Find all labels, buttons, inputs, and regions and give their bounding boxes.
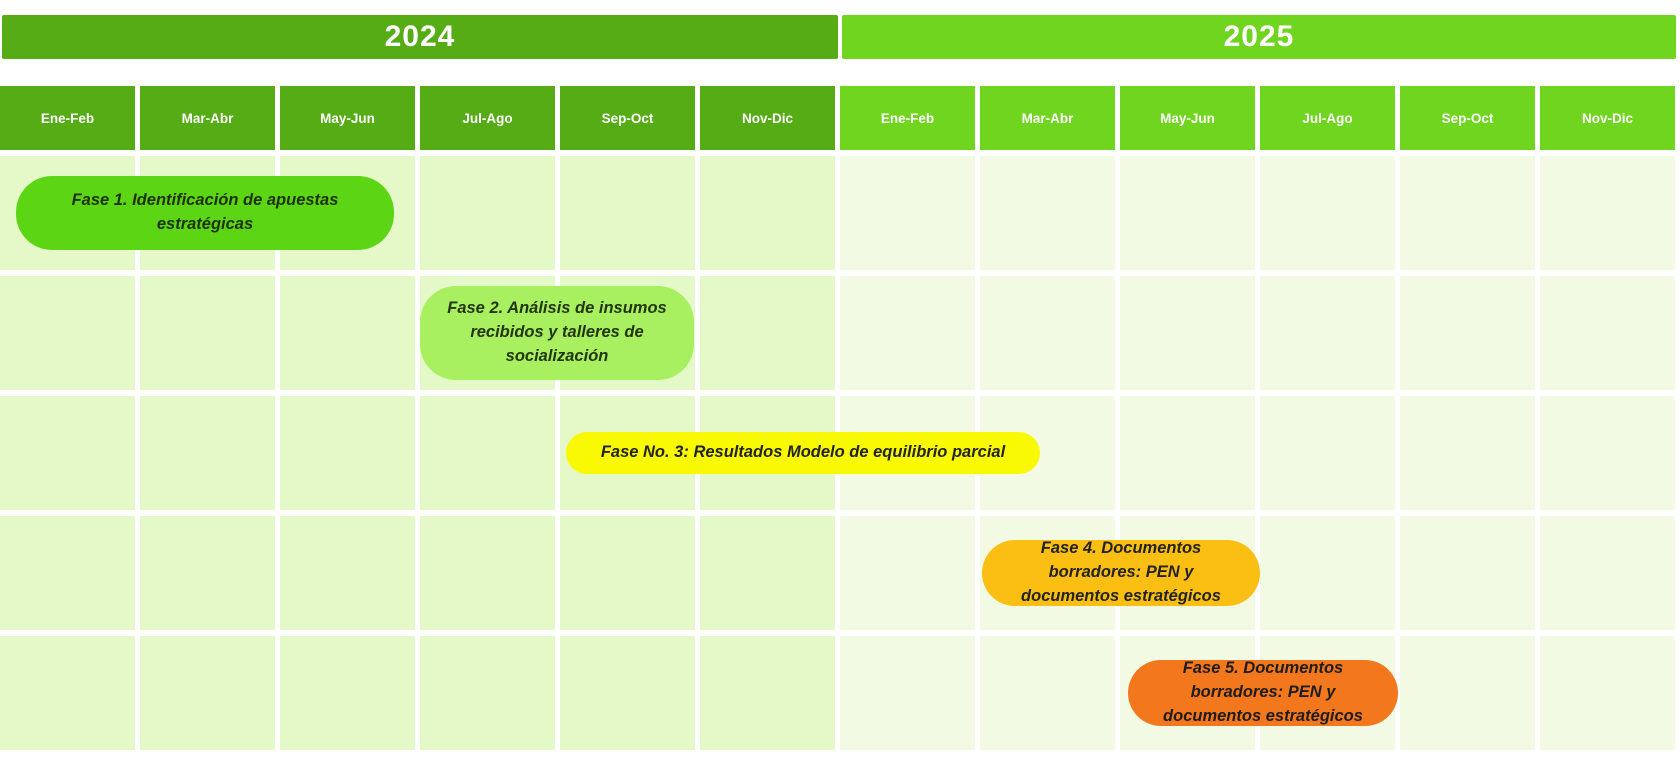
grid-cell-r5-c3: [280, 636, 415, 750]
grid-cell-r3-c11: [1400, 396, 1535, 510]
phase-label-fase-4: Fase 4. Documentos borradores: PEN y doc…: [1021, 539, 1221, 605]
grid-cell-r1-c10: [1260, 156, 1395, 270]
grid-cell-r3-c1: [0, 396, 135, 510]
grid-cell-r1-c7: [840, 156, 975, 270]
grid-cell-r5-c2: [140, 636, 275, 750]
grid-cell-r1-c11: [1400, 156, 1535, 270]
grid-cell-r5-c7: [840, 636, 975, 750]
grid-cell-r2-c12: [1540, 276, 1675, 390]
grid-cell-r2-c8: [980, 276, 1115, 390]
month-header-2025-jul-ago: Jul-Ago: [1260, 86, 1395, 150]
grid-cell-r4-c1: [0, 516, 135, 630]
grid-cell-r5-c5: [560, 636, 695, 750]
month-header-2025-nov-dic: Nov-Dic: [1540, 86, 1675, 150]
month-header-2024-nov-dic: Nov-Dic: [700, 86, 835, 150]
grid-cell-r5-c6: [700, 636, 835, 750]
phase-bar-fase-5: Fase 5. Documentos borradores: PEN y doc…: [1128, 659, 1398, 726]
grid-cell-r3-c9: [1120, 396, 1255, 510]
phase-label-fase-1: Fase 1. Identificación de apuestas estra…: [71, 191, 339, 233]
grid-cell-r1-c5: [560, 156, 695, 270]
grid-cell-r5-c4: [420, 636, 555, 750]
grid-cell-r4-c3: [280, 516, 415, 630]
year-header-2025: 2025: [842, 15, 1676, 59]
month-header-2025-ene-feb: Ene-Feb: [840, 86, 975, 150]
year-header-2024: 2024: [2, 15, 838, 59]
grid-cell-r2-c1: [0, 276, 135, 390]
month-header-2025-sep-oct: Sep-Oct: [1400, 86, 1535, 150]
grid-cell-r2-c3: [280, 276, 415, 390]
grid-cell-r4-c12: [1540, 516, 1675, 630]
month-header-2025-mar-abr: Mar-Abr: [980, 86, 1115, 150]
month-header-2024-mar-abr: Mar-Abr: [140, 86, 275, 150]
phase-label-fase-2: Fase 2. Análisis de insumos recibidos y …: [447, 299, 667, 365]
grid-cell-r2-c9: [1120, 276, 1255, 390]
grid-cell-r1-c8: [980, 156, 1115, 270]
grid-cell-r4-c4: [420, 516, 555, 630]
grid-cell-r5-c12: [1540, 636, 1675, 750]
grid-cell-r2-c10: [1260, 276, 1395, 390]
phase-label-fase-3: Fase No. 3: Resultados Modelo de equilib…: [600, 443, 1006, 462]
grid-cell-r2-c11: [1400, 276, 1535, 390]
phase-bar-fase-2: Fase 2. Análisis de insumos recibidos y …: [420, 286, 694, 380]
grid-cell-r3-c2: [140, 396, 275, 510]
grid-cell-r5-c1: [0, 636, 135, 750]
month-header-2024-ene-feb: Ene-Feb: [0, 86, 135, 150]
grid-cell-r2-c6: [700, 276, 835, 390]
grid-cell-r4-c2: [140, 516, 275, 630]
month-header-2025-may-jun: May-Jun: [1120, 86, 1255, 150]
grid-cell-r2-c7: [840, 276, 975, 390]
grid-cell-r1-c12: [1540, 156, 1675, 270]
grid-cell-r3-c12: [1540, 396, 1675, 510]
grid-cell-r4-c11: [1400, 516, 1535, 630]
phase-label-fase-5: Fase 5. Documentos borradores: PEN y doc…: [1163, 659, 1363, 725]
grid-cell-r1-c4: [420, 156, 555, 270]
grid-cell-r4-c10: [1260, 516, 1395, 630]
month-header-2024-may-jun: May-Jun: [280, 86, 415, 150]
grid-cell-r1-c9: [1120, 156, 1255, 270]
grid-cell-r3-c10: [1260, 396, 1395, 510]
month-header-2024-sep-oct: Sep-Oct: [560, 86, 695, 150]
grid-cell-r4-c6: [700, 516, 835, 630]
grid-cell-r3-c3: [280, 396, 415, 510]
month-header-2024-jul-ago: Jul-Ago: [420, 86, 555, 150]
phase-bar-fase-3: Fase No. 3: Resultados Modelo de equilib…: [566, 432, 1040, 474]
grid-cell-r3-c4: [420, 396, 555, 510]
grid-cell-r1-c6: [700, 156, 835, 270]
phase-bar-fase-4: Fase 4. Documentos borradores: PEN y doc…: [982, 539, 1260, 606]
grid-cell-r4-c7: [840, 516, 975, 630]
grid-cell-r5-c8: [980, 636, 1115, 750]
grid-cell-r2-c2: [140, 276, 275, 390]
grid-cell-r5-c11: [1400, 636, 1535, 750]
phase-bar-fase-1: Fase 1. Identificación de apuestas estra…: [16, 176, 394, 250]
grid-cell-r4-c5: [560, 516, 695, 630]
